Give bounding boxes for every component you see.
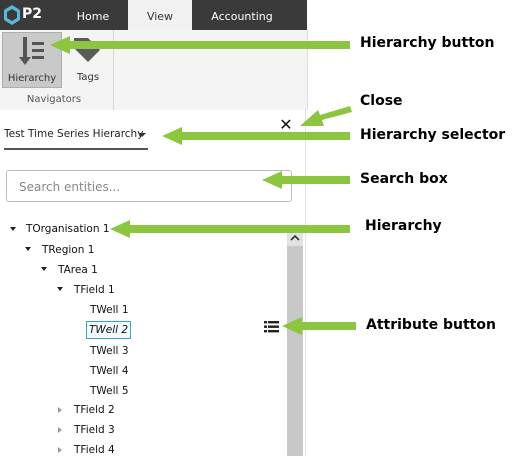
callout-attribute-button: Attribute button [366,317,496,333]
collapse-triangle-icon[interactable] [10,227,16,231]
tree-node-organisation[interactable]: TOrganisation 1 [26,223,110,235]
tags-button-label: Tags [76,72,100,83]
tree-node-field[interactable]: TField 4 [74,444,115,456]
tree-node-well-selected[interactable]: TWell 2 [86,321,132,339]
tree-node-field[interactable]: TField 1 [74,284,115,296]
hierarchy-icon [19,37,44,65]
tab-accounting[interactable]: Accounting [211,10,273,23]
attribute-list-icon[interactable] [264,320,280,334]
search-input[interactable] [17,177,281,197]
arrow-icon [262,171,350,189]
callout-close: Close [360,93,403,109]
tree-node-well[interactable]: TWell 3 [90,345,129,357]
arrow-icon [50,36,350,54]
logo-text: P2 [22,6,43,22]
collapse-triangle-icon[interactable] [41,267,47,271]
arrow-icon [282,317,356,335]
logo-icon [4,5,20,25]
tree-node-area[interactable]: TArea 1 [58,264,98,276]
dropdown-caret-icon[interactable] [138,133,146,137]
tree-node-field[interactable]: TField 3 [74,424,115,436]
search-box[interactable] [6,170,292,202]
tree-scrollbar[interactable] [287,230,303,456]
expand-triangle-icon[interactable] [58,407,62,413]
hierarchy-button-label: Hierarchy [7,73,57,84]
expand-triangle-icon[interactable] [58,447,62,453]
tab-home[interactable]: Home [76,10,110,23]
arrow-icon [110,220,350,238]
collapse-triangle-icon[interactable] [57,287,63,291]
close-icon[interactable]: ✕ [279,115,293,134]
hierarchy-selector[interactable]: Test Time Series Hierarchy [4,128,144,140]
tree-node-well[interactable]: TWell 4 [90,365,129,377]
hierarchy-selector-underline [4,148,148,150]
scroll-up-button[interactable] [287,230,303,246]
navigators-group-label: Navigators [26,94,82,105]
callout-hierarchy-button: Hierarchy button [360,35,495,51]
arrow-icon [162,127,350,145]
callout-search-box: Search box [360,171,448,187]
ribbon-divider [113,30,114,110]
callout-hierarchy: Hierarchy [365,218,442,234]
hierarchy-button[interactable]: Hierarchy [2,32,62,88]
tab-view[interactable]: View [128,0,192,30]
expand-triangle-icon[interactable] [58,427,62,433]
arrow-icon [300,106,352,126]
collapse-triangle-icon[interactable] [25,247,31,251]
tree-node-well[interactable]: TWell 5 [90,385,129,397]
panel-divider [305,108,306,456]
tree-node-well[interactable]: TWell 1 [90,304,129,316]
p2-logo: P2 [4,4,48,26]
tree-node-region[interactable]: TRegion 1 [42,244,95,256]
tree-node-field[interactable]: TField 2 [74,404,115,416]
scroll-up-icon [290,234,300,241]
callout-hierarchy-selector: Hierarchy selector [360,127,506,143]
